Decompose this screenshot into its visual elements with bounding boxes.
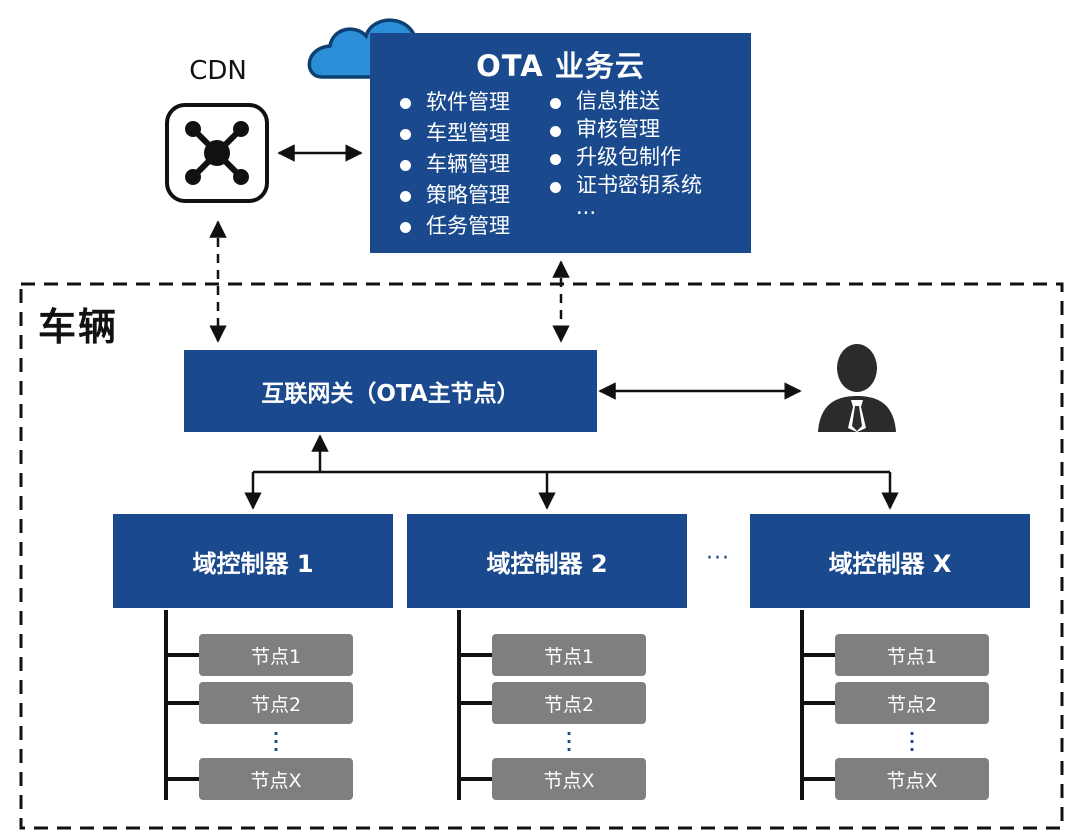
domain-1-node-x: 节点X [199,758,353,800]
domain-1-node-1: 节点1 [199,634,353,676]
domain-2-node-1: 节点1 [492,634,646,676]
node-bus-1 [164,610,200,800]
vehicle-label: 车辆 [38,305,119,349]
domain-2-node-ellipsis: ··· [565,724,573,759]
domain-1-node-ellipsis: ··· [272,724,280,759]
ota-item-task: 任务管理 [396,211,510,242]
ota-item-strategy: 策略管理 [396,180,510,211]
domain-1-node-2: 节点2 [199,682,353,724]
ota-item-vehicle: 车辆管理 [396,149,510,180]
vehicle-boundary [19,282,1064,830]
domain-controller-x: 域控制器 X [750,514,1030,608]
gateway-box: 互联网关（OTA主节点） [184,350,597,432]
domain-2-node-x: 节点X [492,758,646,800]
ota-item-more: ··· [576,201,597,225]
user-icon [818,344,896,432]
ota-item-package: 升级包制作 [546,143,702,171]
ota-cloud-title: OTA 业务云 [476,49,645,83]
ota-item-vehicle-model: 车型管理 [396,118,510,149]
domain-x-node-2: 节点2 [835,682,989,724]
ota-item-cert: 证书密钥系统 [546,171,702,199]
domain-x-node-1: 节点1 [835,634,989,676]
domain-controller-2: 域控制器 2 [407,514,687,608]
ota-cloud-box: OTA 业务云 软件管理 车型管理 车辆管理 策略管理 任务管理 信息推送 审核… [370,33,751,253]
domain-x-node-ellipsis: ··· [908,724,916,759]
network-node-icon [165,103,269,203]
ota-item-software: 软件管理 [396,87,510,118]
ota-item-push: 信息推送 [546,87,702,115]
ota-left-list: 软件管理 车型管理 车辆管理 策略管理 任务管理 [396,87,510,242]
domain-x-node-x: 节点X [835,758,989,800]
node-bus-x [800,610,836,800]
domain-2-node-2: 节点2 [492,682,646,724]
domain-controller-1: 域控制器 1 [113,514,393,608]
ota-right-list: 信息推送 审核管理 升级包制作 证书密钥系统 ··· [546,87,702,227]
cdn-label: CDN [189,56,247,86]
node-bus-2 [457,610,493,800]
domain-ellipsis: ··· [706,546,730,571]
ota-item-review: 审核管理 [546,115,702,143]
